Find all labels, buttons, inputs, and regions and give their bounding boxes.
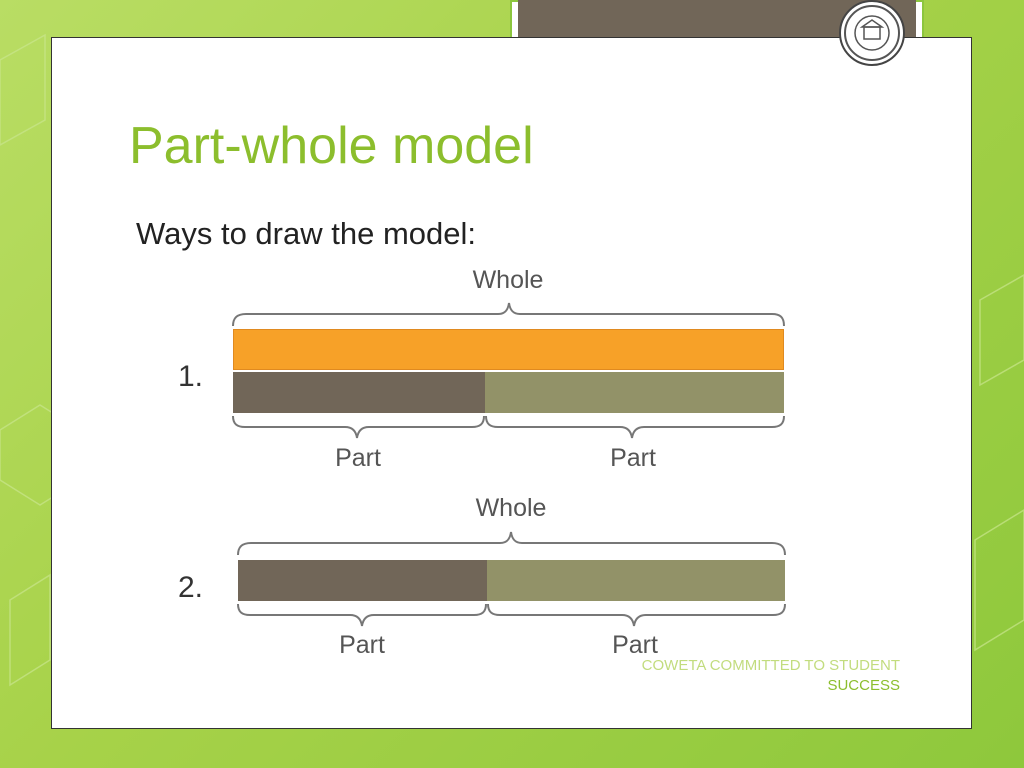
model1-whole-bar (233, 329, 784, 370)
footer-tagline-line1: COWETA COMMITTED TO STUDENT (641, 657, 900, 674)
model1-part2-bar (485, 372, 784, 413)
model2-part2-label: Part (612, 631, 658, 659)
model1-part1-bar (233, 372, 485, 413)
model1-whole-label: Whole (472, 266, 544, 294)
model2-part2-bar (487, 560, 785, 601)
footer-tagline-line2: SUCCESS (827, 677, 900, 694)
model1-part1-label: Part (335, 444, 381, 472)
slide-subtitle: Ways to draw the model: (136, 216, 476, 251)
model2-part1-label: Part (339, 631, 385, 659)
model2-part1-bar (238, 560, 487, 601)
model1-part2-label: Part (610, 444, 656, 472)
model2-number: 2. (178, 571, 204, 604)
model2-whole-label: Whole (475, 494, 547, 522)
school-district-seal-icon (839, 0, 905, 66)
slide-title: Part-whole model (129, 117, 534, 175)
model1-number: 1. (178, 360, 204, 393)
